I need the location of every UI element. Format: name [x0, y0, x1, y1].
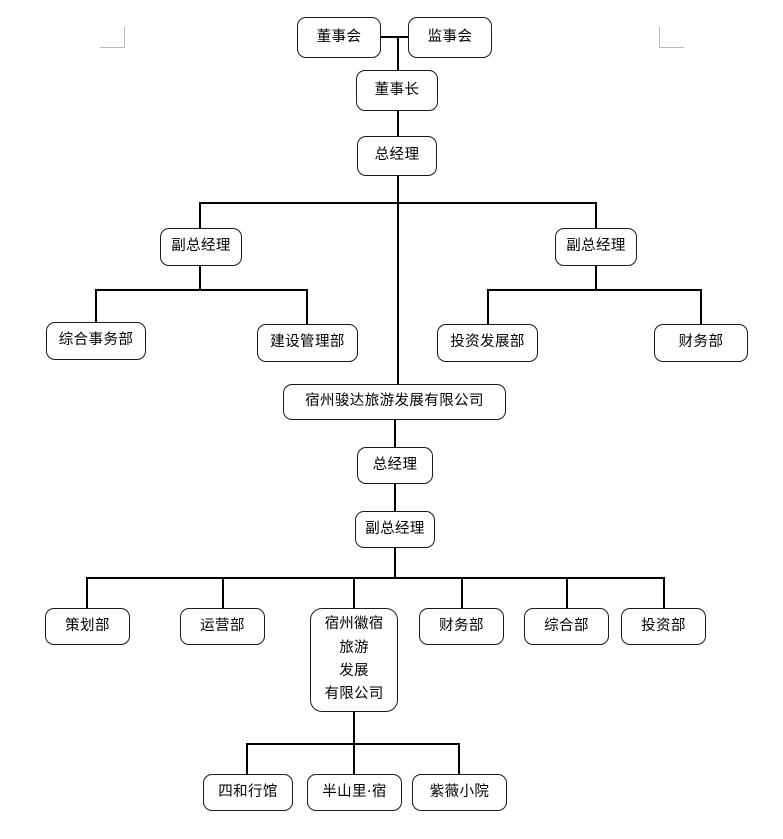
node-dept-gen[interactable]: 综合部 [524, 608, 609, 645]
node-hotel-bsl[interactable]: 半山里·宿 [307, 774, 402, 811]
node-hotel-sihe[interactable]: 四和行馆 [203, 774, 293, 811]
node-vgm-right[interactable]: 副总经理 [555, 228, 637, 266]
connector-e-gm1-trunk [397, 175, 400, 385]
connector-e-jd-gm2 [394, 419, 397, 448]
node-dept-admin[interactable]: 综合事务部 [46, 322, 146, 360]
crop-top-left-vertical [124, 27, 126, 48]
connector-e-drop-hs [353, 577, 356, 609]
connector-e-drop-fin2 [461, 577, 464, 609]
connector-e-drop-invdev [487, 289, 490, 325]
node-dept-fin2[interactable]: 财务部 [419, 608, 504, 645]
connector-e-drop-constr [306, 289, 309, 325]
node-dept-constr[interactable]: 建设管理部 [257, 324, 358, 362]
node-company-jd[interactable]: 宿州骏达旅游发展有限公司 [283, 384, 506, 420]
node-gm1[interactable]: 总经理 [357, 136, 437, 176]
connector-e-board-trunk [380, 36, 409, 39]
crop-top-right-horizontal [659, 47, 684, 49]
node-chairman[interactable]: 董事长 [356, 70, 438, 111]
node-vgm2[interactable]: 副总经理 [355, 511, 435, 548]
connector-e-drop-zwxy [458, 743, 461, 775]
connector-e-bus-left [95, 289, 308, 292]
node-hotel-zwxy[interactable]: 紫薇小院 [412, 774, 507, 811]
node-gm2[interactable]: 总经理 [357, 447, 433, 484]
connector-e-bus-depts [86, 577, 665, 580]
connector-e-vgmR-down [595, 265, 598, 291]
connector-e-bus-vgm [199, 202, 597, 205]
connector-e-drop-finance [700, 289, 703, 325]
crop-top-left-horizontal [100, 47, 125, 49]
connector-e-hs-down [353, 711, 356, 745]
node-board[interactable]: 董事会 [297, 17, 381, 58]
connector-e-trunk-chairman [397, 36, 400, 71]
connector-e-drop-admin [95, 289, 98, 323]
crop-top-right-vertical [659, 27, 661, 48]
node-dept-ops[interactable]: 运营部 [180, 608, 265, 645]
connector-e-drop-sihe [246, 743, 249, 775]
connector-e-drop-plan [86, 577, 89, 609]
connector-e-drop-vgm-left [199, 202, 202, 229]
connector-e-drop-ops [222, 577, 225, 609]
connector-e-drop-gen [566, 577, 569, 609]
node-company-hs[interactable]: 宿州徽宿 旅游 发展 有限公司 [310, 608, 398, 712]
connector-e-bus-right [487, 289, 702, 292]
node-dept-plan[interactable]: 策划部 [45, 608, 130, 645]
node-dept-invdev[interactable]: 投资发展部 [437, 324, 538, 362]
node-supervisors[interactable]: 监事会 [408, 17, 492, 58]
node-dept-inv[interactable]: 投资部 [621, 608, 706, 645]
node-vgm-left[interactable]: 副总经理 [160, 228, 242, 266]
node-dept-finance[interactable]: 财务部 [654, 324, 748, 362]
connector-e-gm2-vgm2 [394, 483, 397, 512]
connector-e-drop-vgm-right [595, 202, 598, 229]
connector-e-chairman-gm1 [397, 110, 400, 137]
connector-e-drop-inv [663, 577, 666, 609]
connector-e-vgmL-down [199, 265, 202, 291]
connector-e-vgm2-bus [394, 547, 397, 578]
connector-e-drop-bsl [353, 743, 356, 775]
